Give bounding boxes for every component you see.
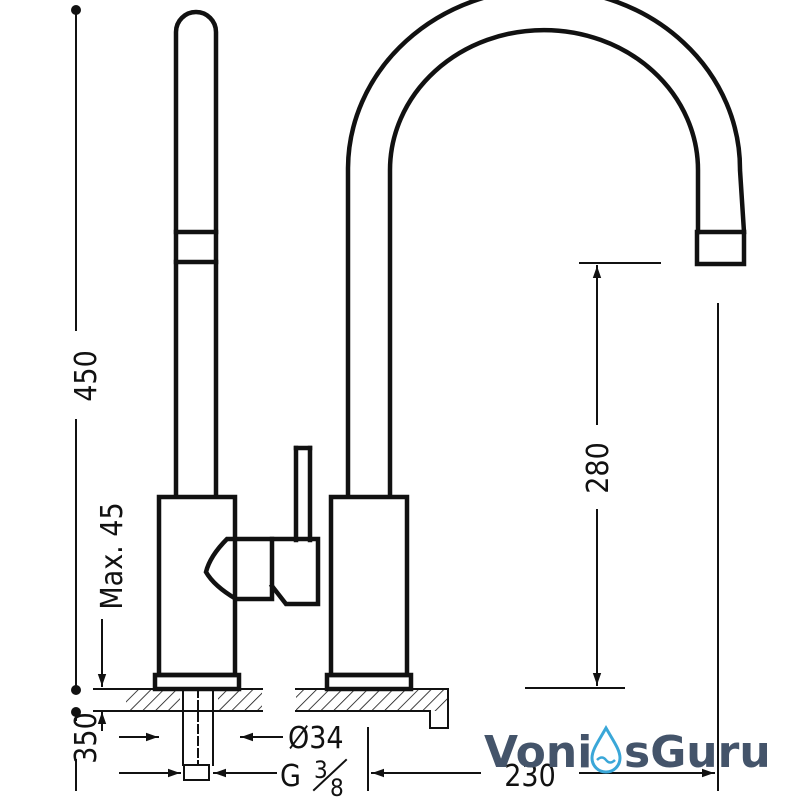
water-drop-wave-icon xyxy=(596,756,616,764)
label-max45: Max. 45 xyxy=(95,502,130,609)
mixer-base-right xyxy=(324,672,414,692)
dim-450-dot-bottom xyxy=(71,685,81,695)
thread-fraction-bar xyxy=(312,758,348,792)
lever-handle xyxy=(173,9,219,499)
cartridge-knob-face xyxy=(268,536,321,607)
deck-hatch-left xyxy=(126,689,180,711)
water-drop-icon xyxy=(590,724,622,774)
label-thread-numerator: 3 xyxy=(314,756,328,784)
spout xyxy=(345,0,747,499)
label-thread-prefix: G xyxy=(280,759,301,794)
cartridge-knob xyxy=(203,536,275,602)
deck-hatch-mid xyxy=(218,689,262,711)
mixer-body-right xyxy=(328,494,410,678)
label-thread-denominator: 8 xyxy=(330,774,344,800)
deck-hatch-right xyxy=(296,689,448,711)
dimension-labels: 450 Max. 45 350 280 Ø34 G 3 8 230 xyxy=(69,350,616,800)
spout-aerator xyxy=(694,229,747,267)
shank-nut xyxy=(183,764,210,781)
label-280: 280 xyxy=(581,442,616,494)
faucet-outline xyxy=(152,0,747,692)
deck xyxy=(125,688,449,781)
dim-450-dot-top xyxy=(71,5,81,15)
mixer-body-left xyxy=(156,494,238,678)
logo-text-part2: sGuru xyxy=(624,727,771,778)
label-450: 450 xyxy=(69,350,104,402)
voniosguru-logo: Voni sGuru xyxy=(484,724,771,778)
logo-text-part1: Voni xyxy=(484,727,592,778)
label-230: 230 xyxy=(504,759,556,794)
deck-edge xyxy=(295,688,449,729)
mixer-base-left xyxy=(152,672,242,692)
label-350: 350 xyxy=(69,712,104,764)
dim-350-dot xyxy=(71,707,81,717)
label-diameter-34: Ø34 xyxy=(288,721,344,756)
spout-inner xyxy=(387,27,701,499)
dimension-lines xyxy=(71,5,719,791)
